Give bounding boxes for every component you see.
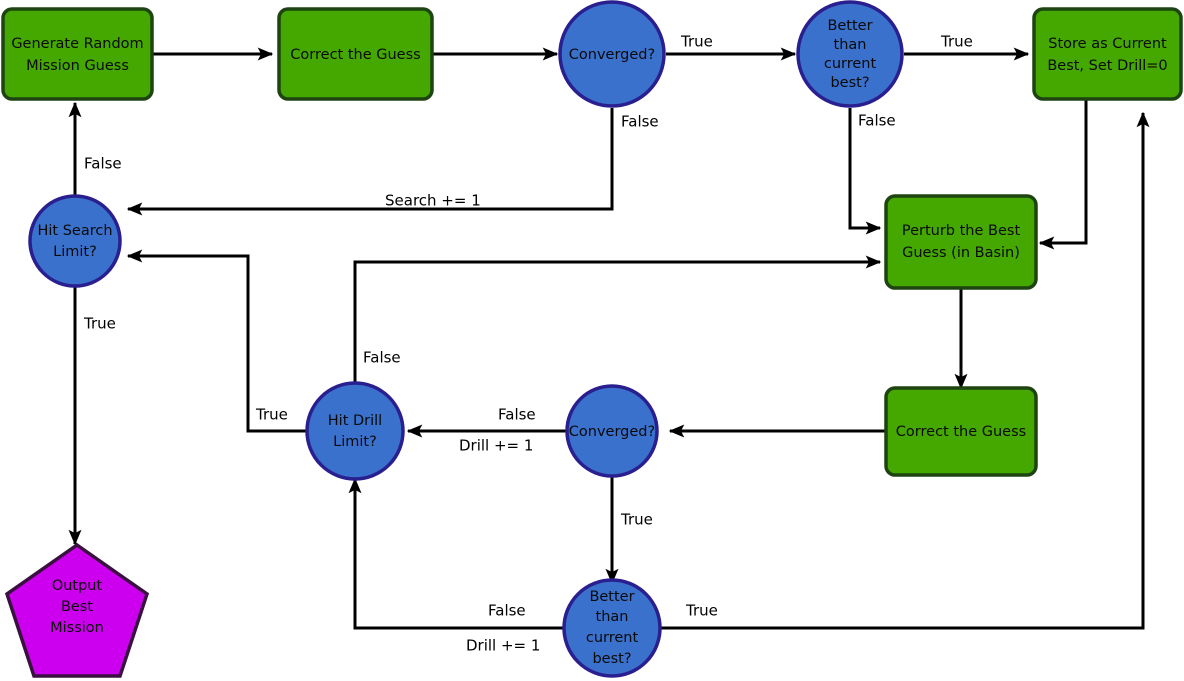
node-hit-drill-label-line2: Limit?	[333, 434, 377, 450]
node-perturb-label-line2: Guess (in Basin)	[902, 245, 1020, 261]
terminal-pentagon-output[interactable]	[4, 542, 150, 678]
node-correct-the-guess-bottom[interactable]: Correct the Guess	[884, 386, 1038, 477]
node-converged-bottom[interactable]: Converged?	[565, 384, 659, 478]
node-output-label-line3: Mission	[50, 620, 104, 636]
node-better-bot-label-line1: Better	[589, 589, 634, 605]
edge-label-better-bot-false: False	[488, 602, 526, 620]
node-perturb-label-line1: Perturb the Best	[902, 223, 1021, 239]
process-box-perturb[interactable]	[884, 194, 1038, 290]
edge-label-drill-increment-mid: Drill += 1	[459, 437, 533, 455]
node-store-best-label-line1: Store as Current	[1048, 36, 1167, 52]
decision-circle-better-bot[interactable]	[562, 578, 662, 678]
edge-converged-top-to-hit-search	[126, 108, 614, 216]
node-converged-top[interactable]: Converged?	[558, 0, 666, 108]
node-output-label-line1: Output	[52, 578, 103, 594]
node-correct-bot-label: Correct the Guess	[896, 424, 1026, 440]
decision-circle-hit-search[interactable]	[28, 194, 122, 288]
edge-label-search-increment: Search += 1	[385, 192, 481, 210]
edge-label-converged-top-false: False	[621, 113, 659, 131]
edge-labels-layer: True False Search += 1 True False False …	[83, 33, 973, 655]
node-better-than-current-best-top[interactable]: Better than current best?	[796, 0, 904, 108]
node-hit-search-limit[interactable]: Hit Search Limit?	[28, 194, 122, 288]
edge-label-converged-bot-false: False	[498, 406, 536, 424]
edge-better-top-to-perturb	[848, 108, 882, 235]
edge-better-bot-to-hit-drill	[348, 477, 565, 630]
node-converged-bot-label: Converged?	[569, 424, 655, 440]
process-box-correct-top[interactable]	[277, 7, 434, 101]
node-store-best-label-line2: Best, Set Drill=0	[1047, 58, 1167, 74]
edge-label-converged-top-true: True	[680, 33, 713, 51]
node-better-top-label-line3: current	[824, 56, 877, 72]
node-generate-label-line2: Mission Guess	[26, 58, 129, 74]
process-box-store-best[interactable]	[1032, 7, 1183, 101]
node-generate-label-line1: Generate Random	[11, 36, 143, 52]
edge-hit-drill-to-perturb	[353, 255, 882, 390]
node-better-top-label-line4: best?	[830, 75, 869, 91]
decision-circle-converged-top[interactable]	[558, 0, 666, 108]
node-converged-top-label: Converged?	[569, 47, 655, 63]
edge-label-hit-search-true: True	[83, 315, 116, 333]
edge-hit-drill-to-hit-search	[126, 249, 310, 433]
node-correct-top-label: Correct the Guess	[290, 47, 420, 63]
edge-label-better-bot-true: True	[685, 602, 718, 620]
node-hit-search-label-line2: Limit?	[53, 244, 97, 260]
decision-circle-converged-bot[interactable]	[565, 384, 659, 478]
edge-label-hit-drill-false: False	[363, 349, 401, 367]
node-output-label-line2: Best	[61, 599, 93, 615]
edge-label-better-top-false: False	[858, 112, 896, 130]
node-better-top-label-line2: than	[834, 37, 867, 53]
process-box-correct-bot[interactable]	[884, 386, 1038, 477]
decision-circle-better-top[interactable]	[796, 0, 904, 108]
edge-label-hit-search-false: False	[84, 155, 122, 173]
node-better-bot-label-line2: than	[596, 609, 629, 625]
node-better-bot-label-line3: current	[586, 630, 639, 646]
node-hit-drill-limit[interactable]: Hit Drill Limit?	[305, 381, 405, 481]
process-box-generate[interactable]	[1, 7, 154, 101]
edge-label-better-top-true: True	[940, 33, 973, 51]
node-perturb-the-best-guess[interactable]: Perturb the Best Guess (in Basin)	[884, 194, 1038, 290]
node-generate-random-mission-guess[interactable]: Generate Random Mission Guess	[1, 7, 154, 101]
edge-label-converged-bot-true: True	[620, 511, 653, 529]
edge-store-best-to-perturb	[1038, 99, 1088, 250]
edge-label-hit-drill-true: True	[255, 406, 288, 424]
node-better-top-label-line1: Better	[827, 18, 872, 34]
edge-label-drill-increment-bot: Drill += 1	[466, 637, 540, 655]
node-correct-the-guess-top[interactable]: Correct the Guess	[277, 7, 434, 101]
node-better-bot-label-line4: best?	[592, 651, 631, 667]
node-hit-drill-label-line1: Hit Drill	[328, 413, 382, 429]
node-better-than-current-best-bottom[interactable]: Better than current best?	[562, 578, 662, 678]
node-store-as-current-best[interactable]: Store as Current Best, Set Drill=0	[1032, 7, 1183, 101]
node-output-best-mission[interactable]: Output Best Mission	[4, 542, 150, 678]
edge-better-bot-to-store-best	[659, 111, 1150, 630]
decision-circle-hit-drill[interactable]	[305, 381, 405, 481]
edges-layer	[68, 47, 1150, 630]
node-hit-search-label-line1: Hit Search	[37, 223, 112, 239]
